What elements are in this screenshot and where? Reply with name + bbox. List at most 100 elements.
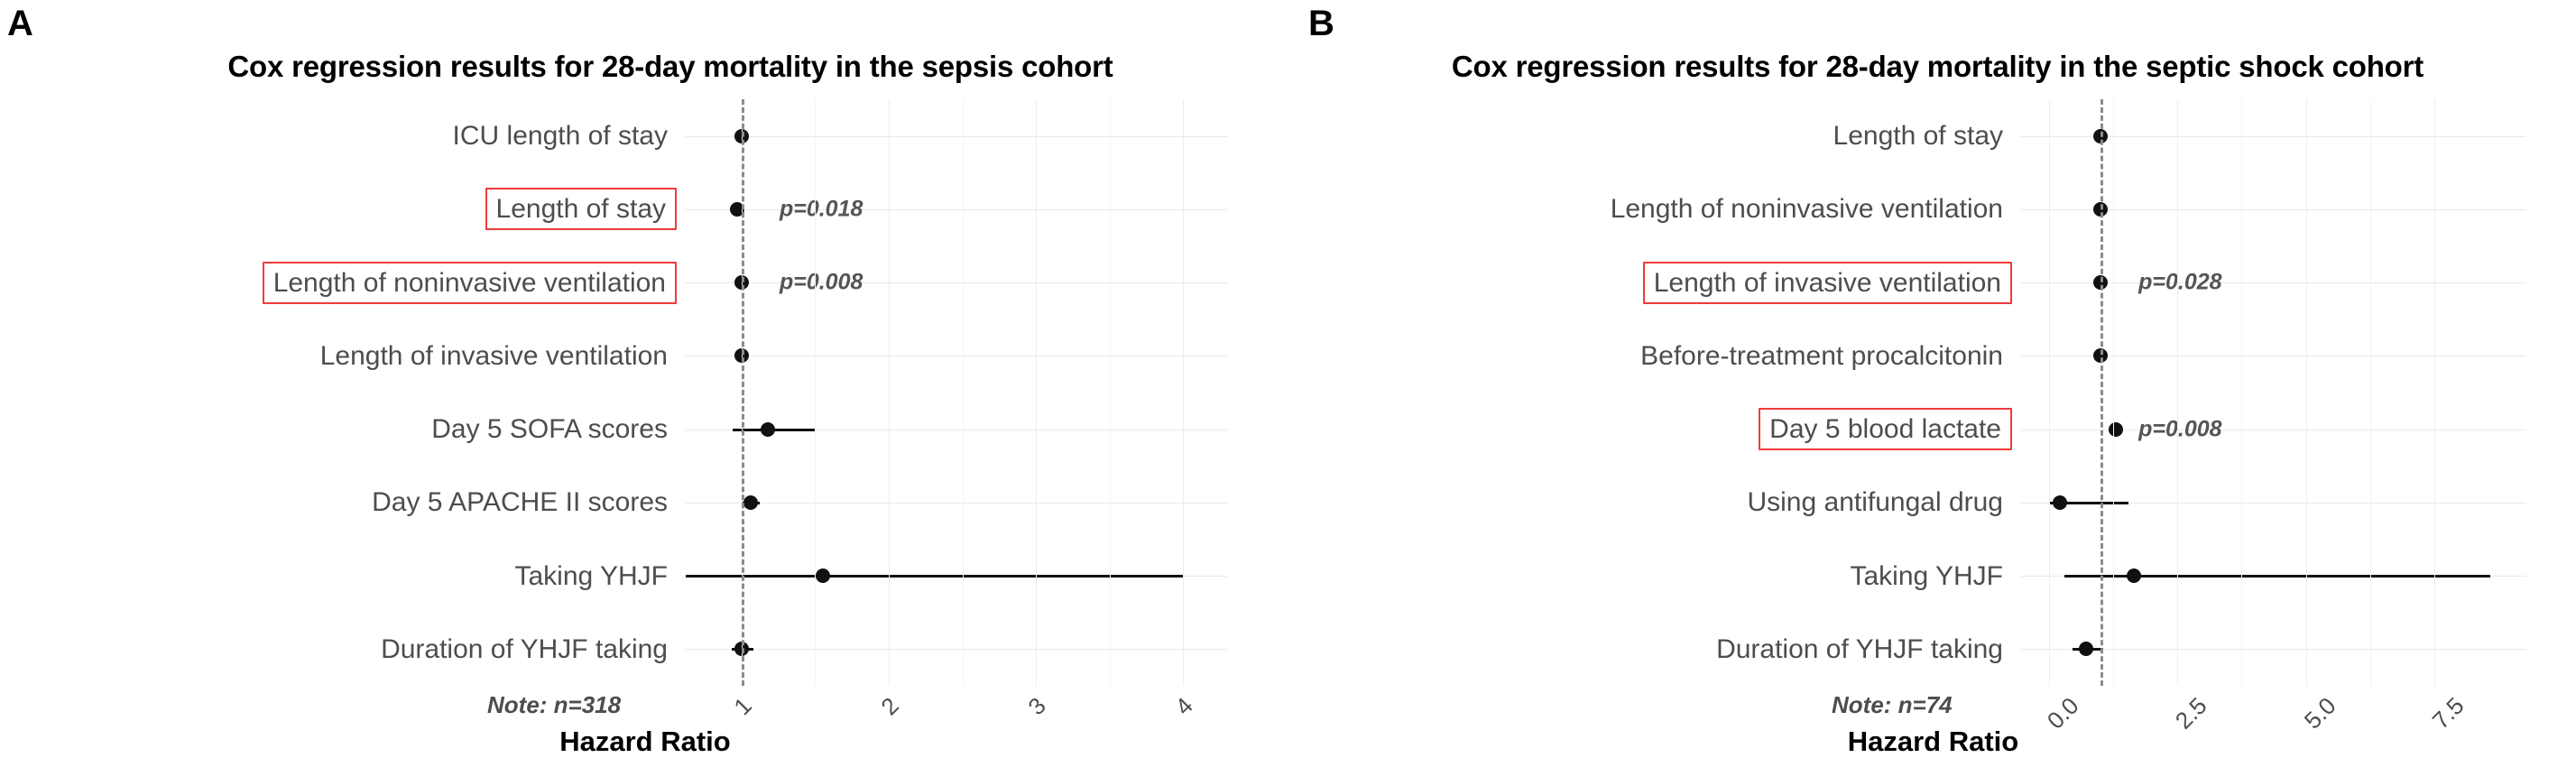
point-estimate-marker	[734, 348, 749, 364]
forest-row-label: Using antifungal drug	[1747, 487, 2003, 518]
gridline-horizontal	[2021, 135, 2526, 137]
panel-b-letter: B	[1308, 4, 1334, 43]
forest-row-plot: p=0.008	[686, 246, 1227, 319]
forest-row-plot	[2021, 319, 2526, 393]
forest-row: ICU length of stay	[0, 99, 1290, 172]
forest-row-label-wrap: ICU length of stay	[0, 99, 686, 172]
forest-row: Day 5 APACHE II scores	[0, 466, 1290, 539]
forest-row-plot	[686, 540, 1227, 613]
forest-row: Length of noninvasive ventilation p=0.008	[0, 246, 1290, 319]
point-estimate-marker	[2093, 201, 2109, 217]
forest-row-plot	[686, 99, 1227, 172]
forest-row-plot: p=0.018	[686, 172, 1227, 245]
x-axis-tick-label: 2	[875, 691, 904, 721]
point-estimate-marker	[734, 275, 749, 291]
forest-row-label-wrap: Taking YHJF	[1290, 540, 2021, 613]
forest-row-plot	[2021, 540, 2526, 613]
forest-row: Length of invasive ventilation	[0, 319, 1290, 393]
forest-row-label-highlighted: Length of invasive ventilation	[1642, 261, 2012, 304]
forest-row-plot	[686, 466, 1227, 539]
forest-row-plot: p=0.008	[2021, 393, 2526, 466]
point-estimate-marker	[2127, 568, 2142, 584]
panel-a-axis: Note: n=318 1 2 3 4 Hazard Ratio	[0, 686, 1290, 757]
panel-a-letter: A	[7, 4, 33, 43]
forest-row-label-wrap: Length of stay	[1290, 99, 2021, 172]
forest-row-label: Length of stay	[1833, 121, 2003, 152]
forest-row-label-highlighted: Day 5 blood lactate	[1759, 408, 2012, 451]
forest-row-label-highlighted: Length of stay	[485, 188, 677, 231]
forest-row-plot	[2021, 99, 2526, 172]
gridline-horizontal	[686, 502, 1227, 504]
panel-a-note: Note: n=318	[487, 691, 622, 718]
forest-row: Length of stay p=0.018	[0, 172, 1290, 245]
panel-b-title: Cox regression results for 28-day mortal…	[1451, 50, 2424, 83]
point-estimate-marker	[761, 421, 776, 437]
point-estimate-marker	[734, 128, 749, 143]
forest-row-label-wrap: Duration of YHJF taking	[0, 613, 686, 686]
point-estimate-marker	[2093, 348, 2109, 364]
point-estimate-marker	[2093, 128, 2109, 143]
forest-row-label: Taking YHJF	[1850, 560, 2003, 591]
forest-row-label-wrap: Day 5 blood lactate	[1290, 393, 2021, 466]
forest-row-label-wrap: Length of noninvasive ventilation	[0, 246, 686, 319]
forest-row: Before-treatment procalcitonin	[1290, 319, 2576, 393]
forest-row: Duration of YHJF taking	[0, 613, 1290, 686]
forest-row-label: Day 5 APACHE II scores	[372, 487, 668, 518]
p-value-label: p=0.018	[779, 196, 863, 222]
x-axis-tick-label: 3	[1022, 691, 1051, 721]
point-estimate-marker	[2093, 275, 2109, 291]
forest-row-label-wrap: Day 5 APACHE II scores	[0, 466, 686, 539]
forest-row: Length of noninvasive ventilation	[1290, 172, 2576, 245]
forest-row-plot	[2021, 466, 2526, 539]
gridline-horizontal	[2021, 282, 2526, 284]
confidence-interval-bar	[2050, 501, 2129, 504]
x-axis-tick-label: 1	[728, 691, 757, 721]
forest-row-label-wrap: Duration of YHJF taking	[1290, 613, 2021, 686]
x-axis-tick-label: 4	[1169, 691, 1198, 721]
forest-row: Length of invasive ventilation p=0.028	[1290, 246, 2576, 319]
point-estimate-marker	[2079, 642, 2094, 657]
panel-b-axis-title: Hazard Ratio	[1847, 726, 2019, 757]
forest-row-label-wrap: Length of invasive ventilation	[1290, 246, 2021, 319]
p-value-label: p=0.008	[2138, 416, 2222, 442]
gridline-horizontal	[2021, 208, 2526, 210]
forest-row-plot	[686, 319, 1227, 393]
point-estimate-marker	[730, 201, 745, 217]
forest-row-label: Before-treatment procalcitonin	[1640, 340, 2003, 371]
point-estimate-marker	[734, 642, 749, 657]
point-estimate-marker	[815, 568, 830, 584]
forest-row: Duration of YHJF taking	[1290, 613, 2576, 686]
forest-row-label: Day 5 SOFA scores	[431, 414, 668, 445]
forest-row: Day 5 blood lactate p=0.008	[1290, 393, 2576, 466]
gridline-horizontal	[686, 208, 1227, 210]
p-value-label: p=0.028	[2138, 269, 2222, 295]
forest-row: Taking YHJF	[1290, 540, 2576, 613]
p-value-label: p=0.008	[779, 269, 863, 295]
forest-row: Length of stay	[1290, 99, 2576, 172]
gridline-horizontal	[686, 649, 1227, 651]
forest-row-plot	[686, 613, 1227, 686]
forest-row-label: ICU length of stay	[452, 121, 668, 152]
panel-a: A Cox regression results for 28-day mort…	[0, 0, 1290, 757]
forest-row: Taking YHJF	[0, 540, 1290, 613]
forest-row: Day 5 SOFA scores	[0, 393, 1290, 466]
gridline-horizontal	[2021, 502, 2526, 504]
forest-row-label-wrap: Using antifungal drug	[1290, 466, 2021, 539]
forest-row-label-wrap: Day 5 SOFA scores	[0, 393, 686, 466]
forest-row-plot	[2021, 172, 2526, 245]
forest-row-label-wrap: Taking YHJF	[0, 540, 686, 613]
forest-row-plot	[686, 393, 1227, 466]
forest-row-plot	[2021, 613, 2526, 686]
panel-a-title: Cox regression results for 28-day mortal…	[227, 50, 1113, 83]
forest-row-label: Length of noninvasive ventilation	[1610, 194, 2003, 225]
forest-row-label: Duration of YHJF taking	[1716, 633, 2003, 664]
gridline-horizontal	[2021, 649, 2526, 651]
forest-row: Using antifungal drug	[1290, 466, 2576, 539]
gridline-horizontal	[686, 282, 1227, 284]
panel-a-axis-title: Hazard Ratio	[559, 726, 731, 757]
point-estimate-marker	[2109, 421, 2124, 437]
forest-row-label: Length of invasive ventilation	[319, 340, 668, 371]
